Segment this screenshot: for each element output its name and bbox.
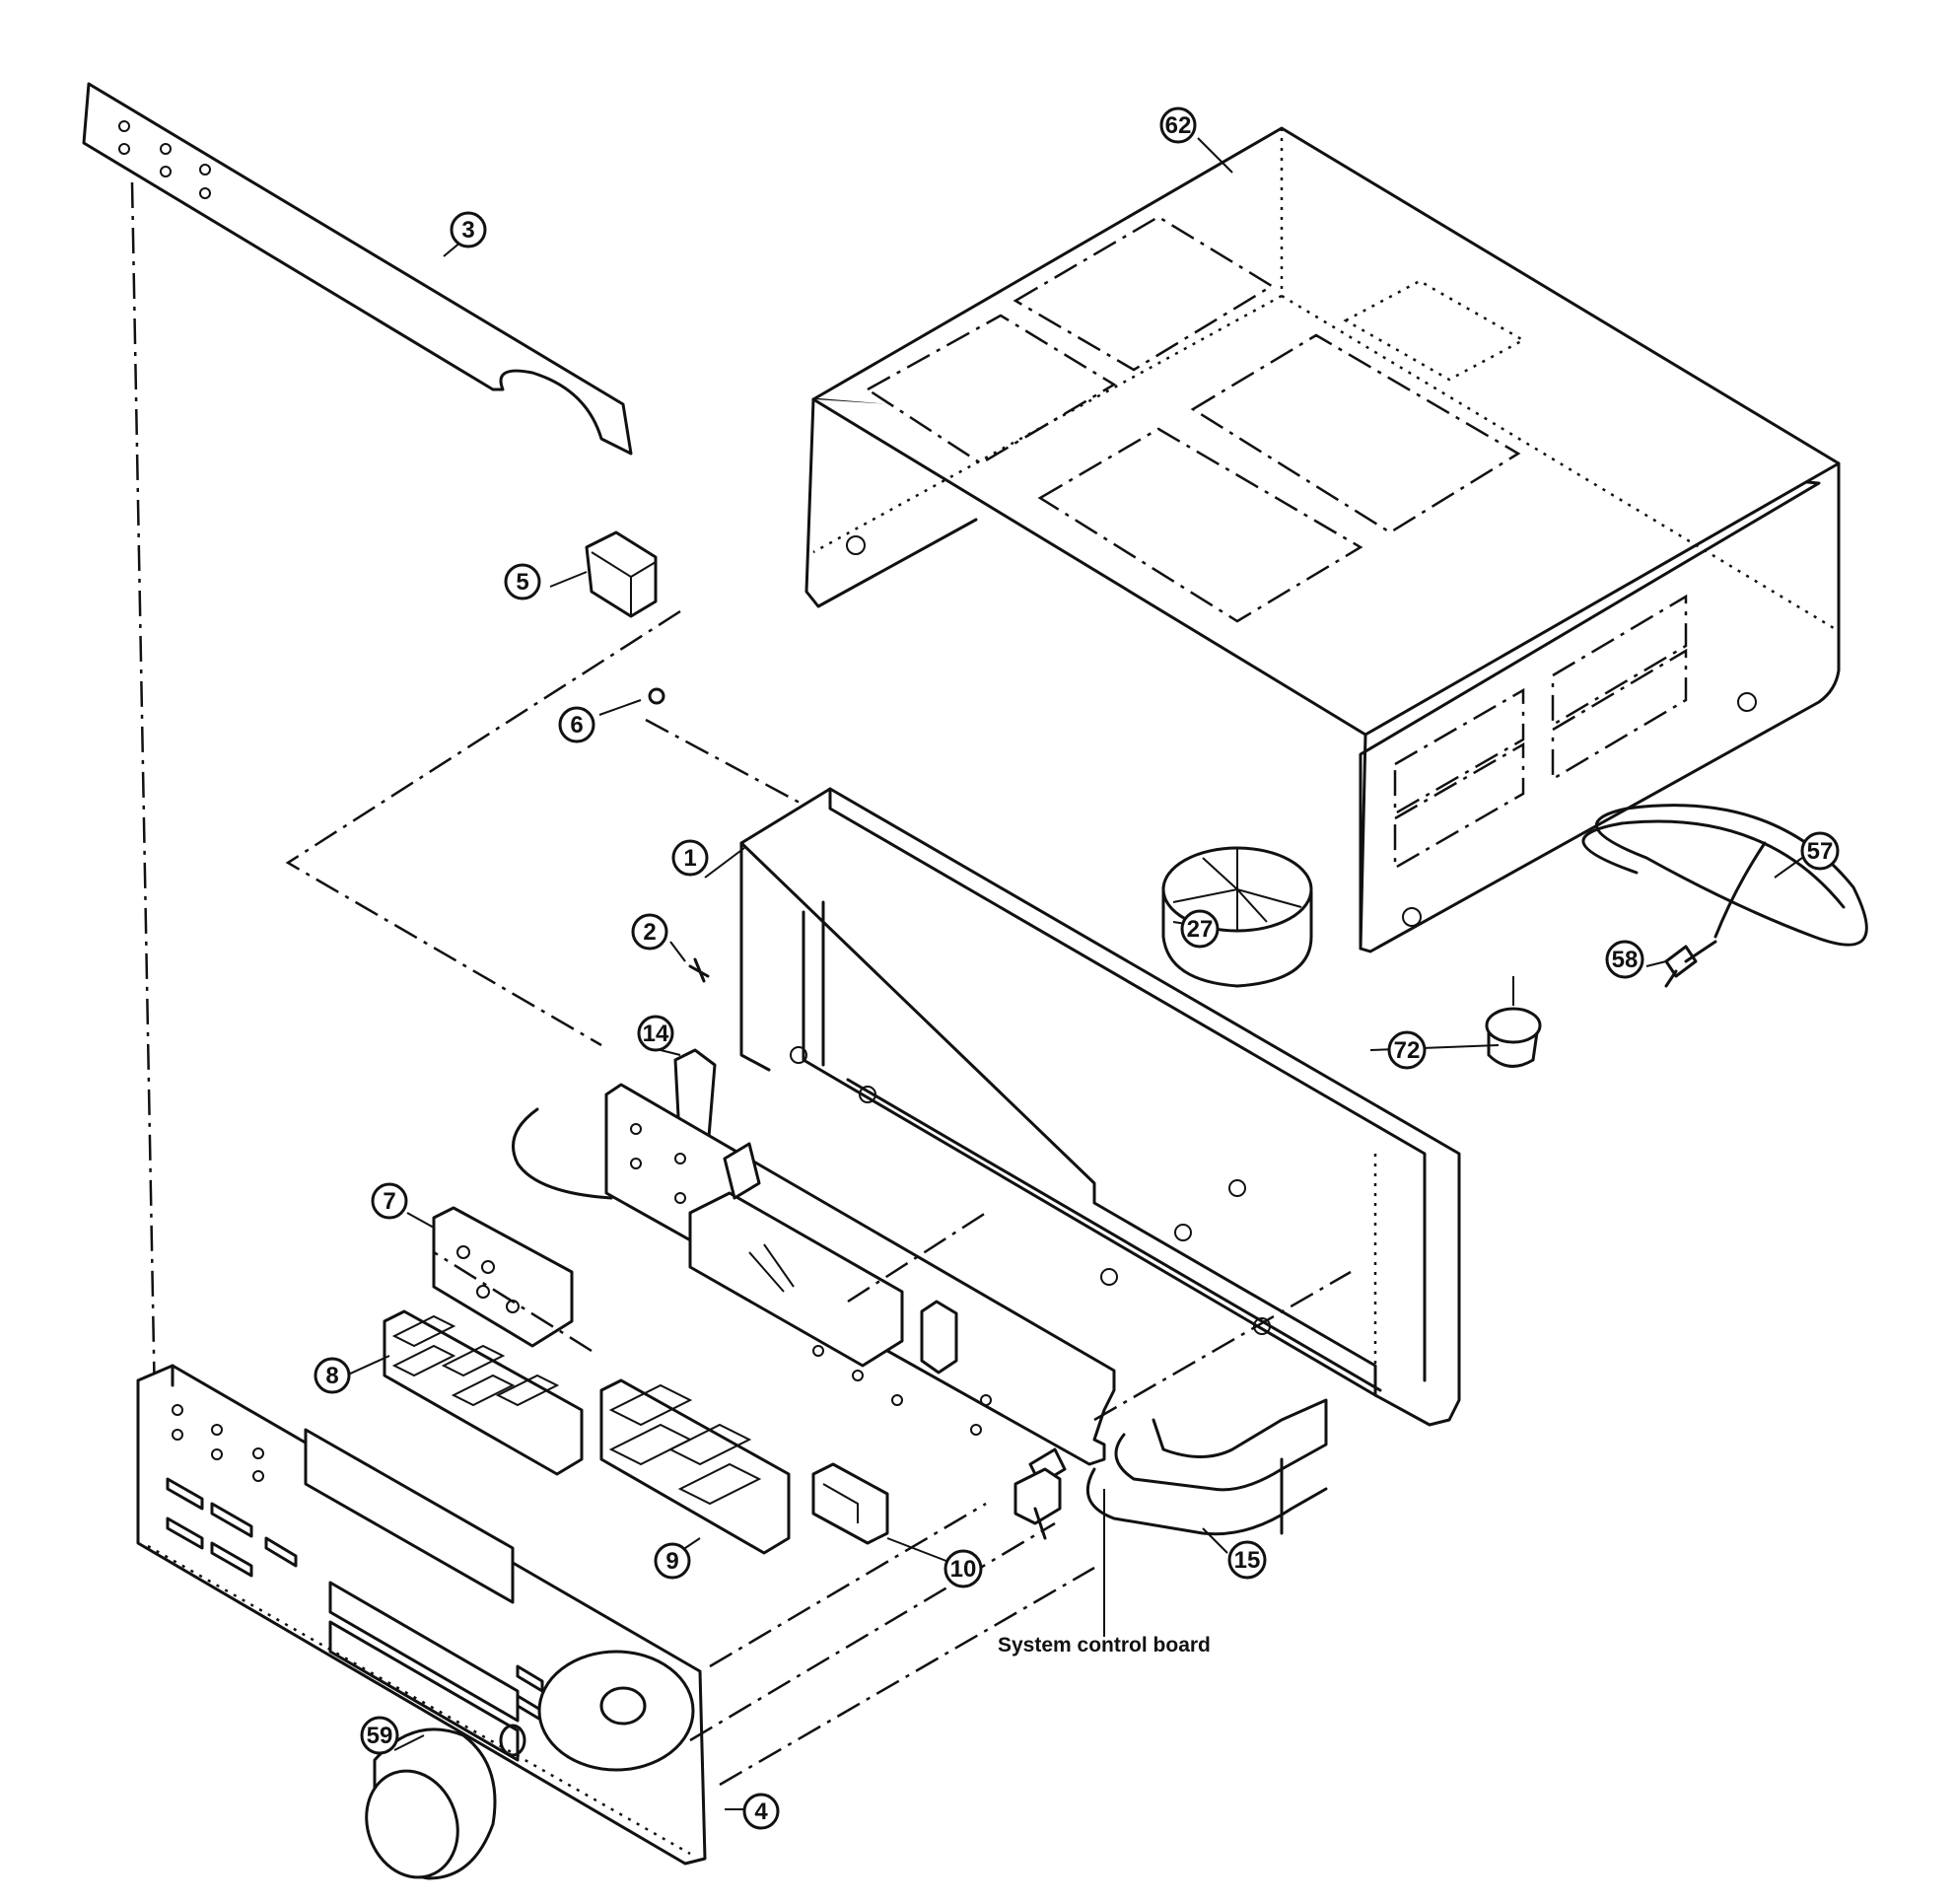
- svg-text:2: 2: [643, 919, 656, 946]
- callout-6: 6: [558, 706, 595, 743]
- part-1-chassis-frame: [739, 787, 1461, 1427]
- part-8-button-block: [383, 1309, 584, 1476]
- svg-text:1: 1: [683, 845, 696, 872]
- callout-1: 1: [671, 839, 709, 877]
- svg-text:8: 8: [325, 1363, 338, 1389]
- callout-3: 3: [450, 211, 487, 248]
- callout-59: 62: [1159, 106, 1197, 144]
- callout-5: 5: [504, 563, 541, 600]
- callout-62: 59: [360, 1716, 399, 1755]
- callout-15: 15: [1227, 1540, 1267, 1580]
- part-72-foot: [1485, 976, 1542, 1068]
- alignment-line-left: [130, 181, 158, 1460]
- callout-8: 8: [314, 1357, 351, 1394]
- part-3-bracket: [82, 82, 633, 456]
- alignment-line-front-4: [433, 1250, 593, 1353]
- system-control-board: [604, 1083, 1116, 1486]
- part-10-small-board: [811, 1462, 889, 1545]
- svg-text:10: 10: [950, 1556, 977, 1583]
- part-9-button-block: [599, 1378, 791, 1555]
- svg-text:57: 57: [1807, 838, 1834, 865]
- alignment-line-upper: [285, 609, 681, 1047]
- svg-text:7: 7: [383, 1188, 395, 1215]
- svg-text:15: 15: [1234, 1547, 1261, 1574]
- svg-text:9: 9: [665, 1548, 678, 1575]
- svg-text:14: 14: [643, 1021, 669, 1047]
- alignment-line-front-1: [689, 1521, 1056, 1742]
- svg-text:62: 62: [1165, 112, 1192, 139]
- alignment-line-front-2: [719, 1566, 1095, 1787]
- svg-text:6: 6: [570, 712, 583, 739]
- svg-text:3: 3: [461, 217, 474, 244]
- wire: [512, 1107, 613, 1200]
- part-5-connector: [585, 530, 658, 618]
- part-58-plug: [1664, 940, 1717, 988]
- part-62-knob: [365, 1724, 526, 1880]
- board-knob: [1013, 1467, 1062, 1540]
- alignment-line-front-6: [847, 1211, 987, 1304]
- svg-text:72: 72: [1394, 1037, 1421, 1064]
- part-6-screw: [648, 687, 665, 705]
- svg-text:27: 27: [1187, 916, 1214, 943]
- svg-text:4: 4: [754, 1798, 768, 1825]
- alignment-line-front-5: [1093, 1270, 1352, 1422]
- system-control-board-label: System control board: [998, 1634, 1211, 1657]
- svg-text:58: 58: [1612, 947, 1639, 973]
- callout-9: 9: [654, 1542, 691, 1580]
- callout-10: 10: [943, 1549, 983, 1588]
- part-15-flat-cable: [1085, 1398, 1328, 1536]
- svg-text:5: 5: [516, 569, 528, 596]
- alignment-line-front-3: [709, 1502, 987, 1668]
- part-2-screw: [688, 957, 710, 983]
- callout-2: 2: [631, 913, 668, 951]
- callout-7: 7: [371, 1182, 408, 1220]
- part-4-front-panel: [136, 1364, 707, 1866]
- callout-72: 72: [1387, 1030, 1427, 1070]
- callout-4: 4: [742, 1793, 780, 1830]
- part-57-power-cord: [1581, 804, 1868, 947]
- part-59-top-cover: [804, 126, 1841, 953]
- callout-57: 57: [1800, 831, 1840, 871]
- callout-14: 14: [637, 1015, 674, 1052]
- callout-58: 58: [1605, 940, 1644, 979]
- svg-text:59: 59: [367, 1723, 393, 1749]
- callout-27: 27: [1180, 909, 1220, 949]
